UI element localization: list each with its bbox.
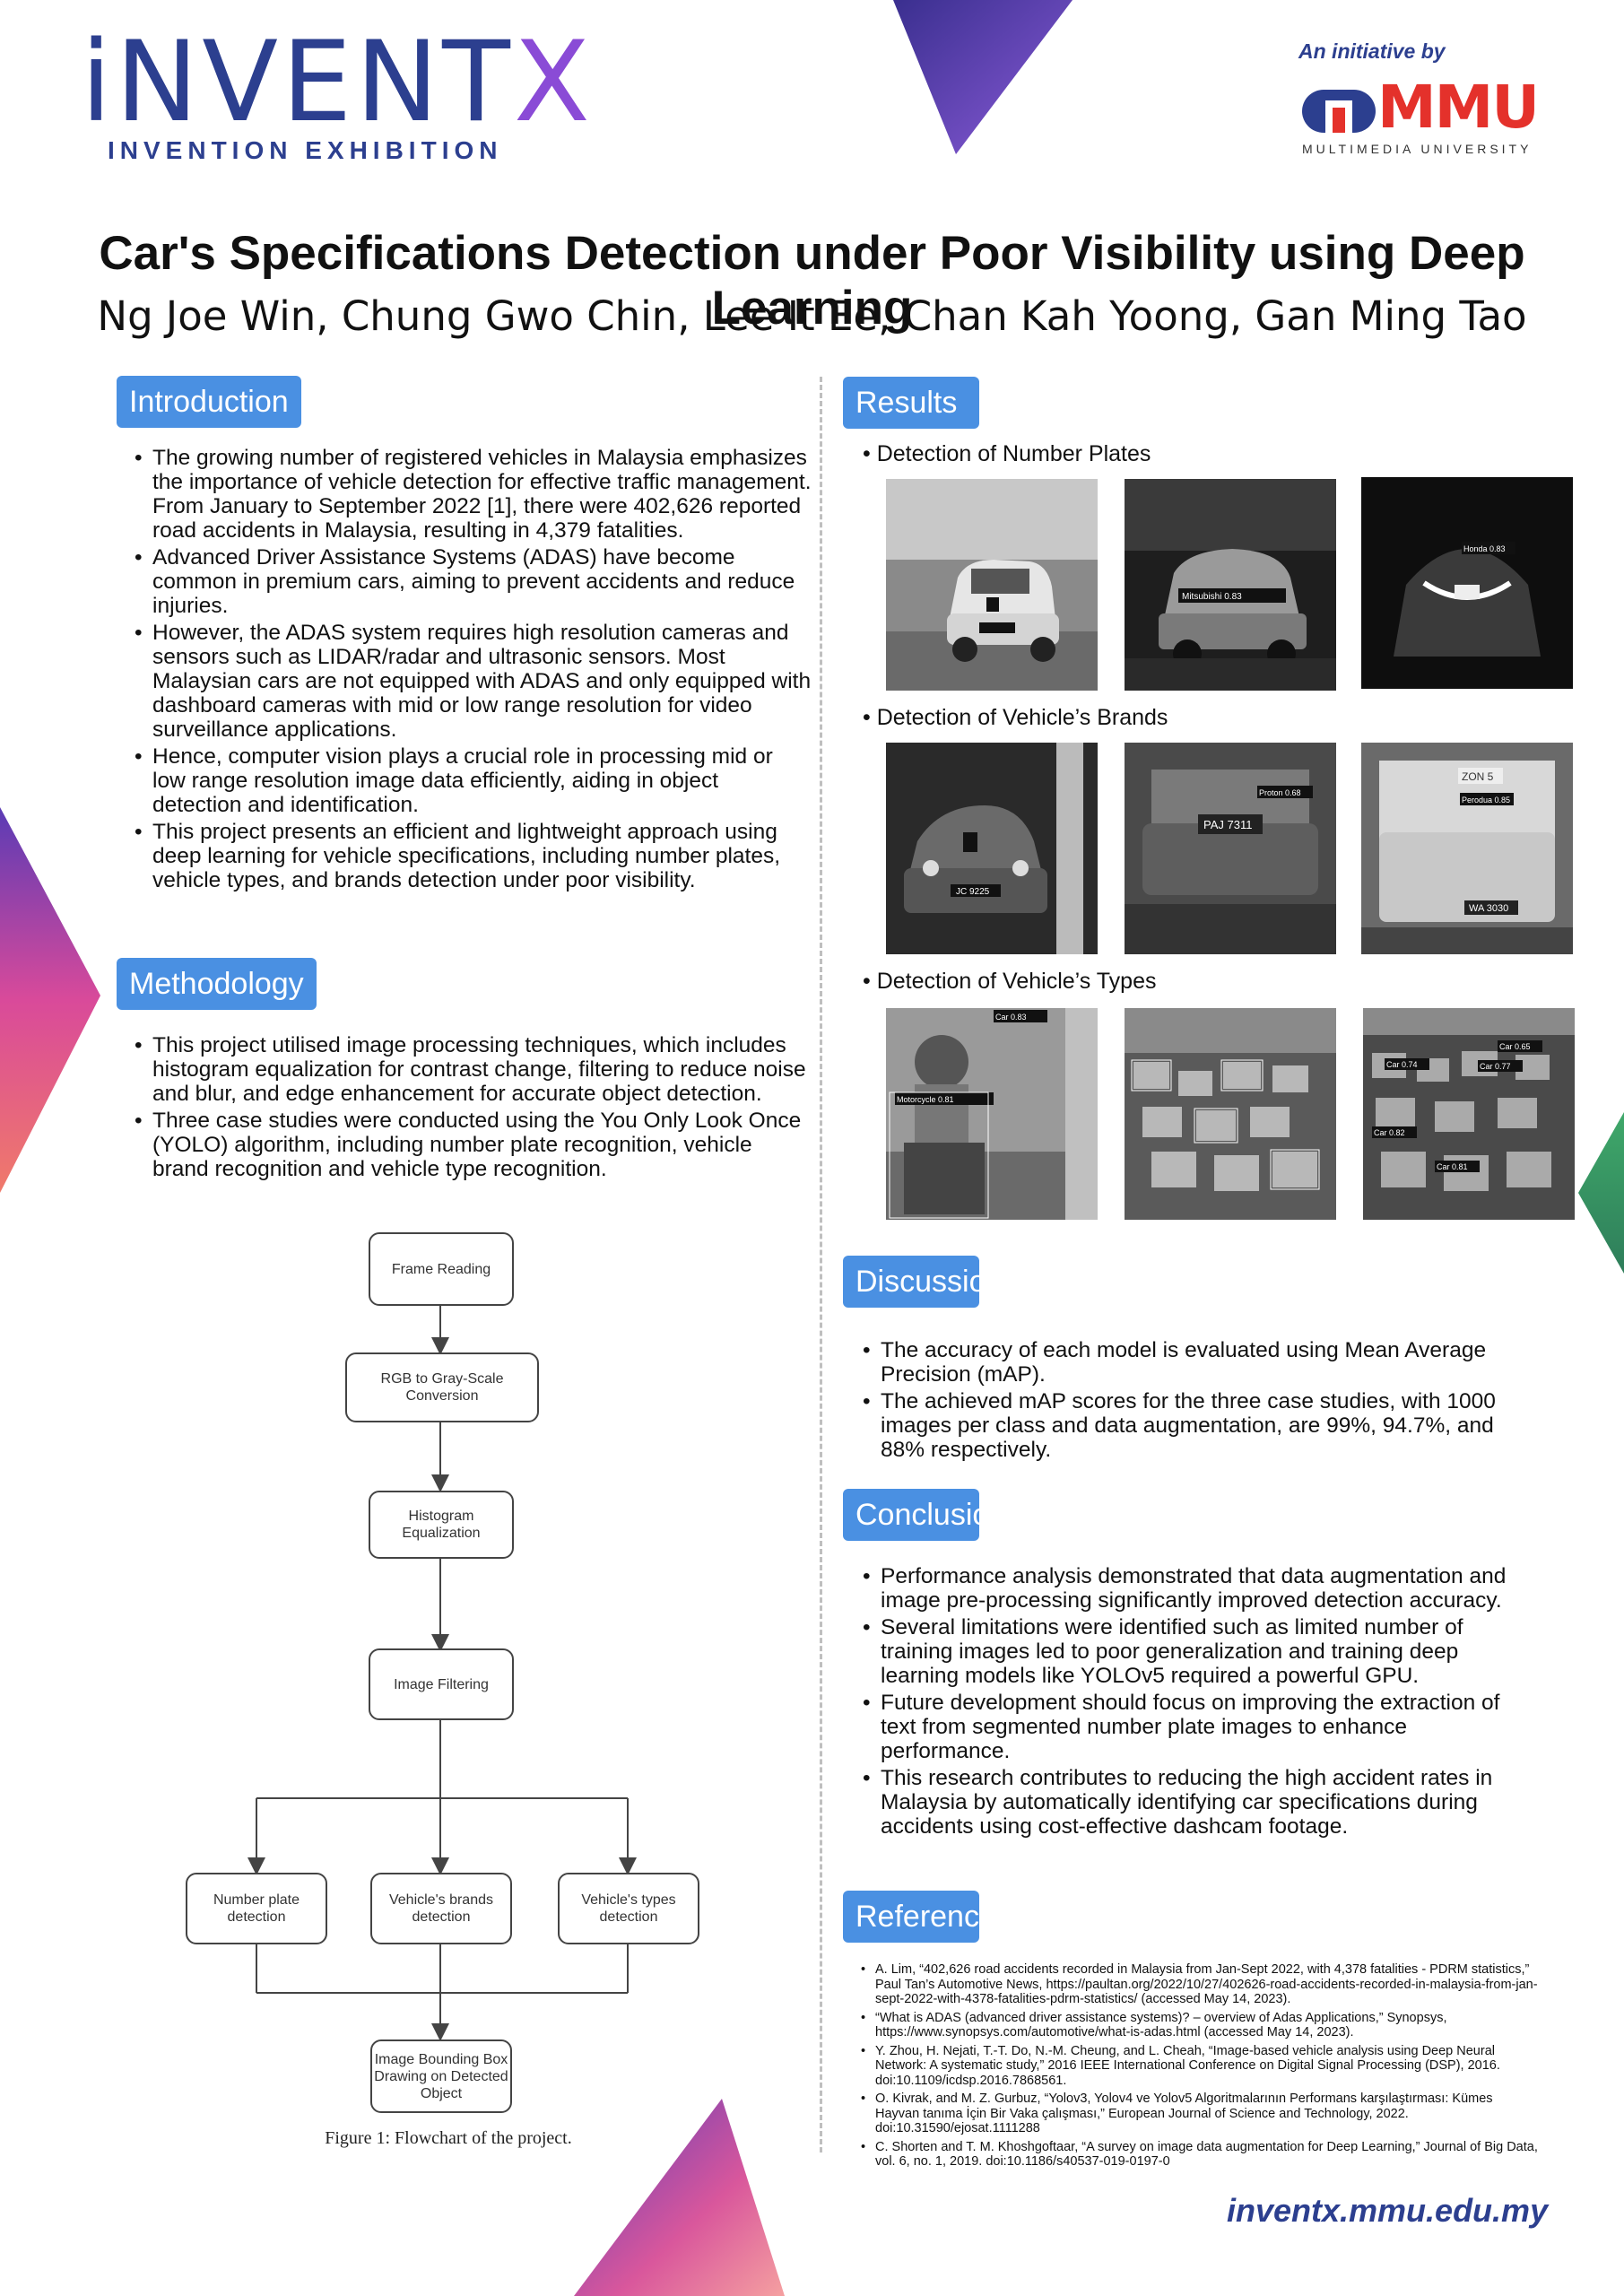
mmu-emblem-icon: [1302, 90, 1376, 133]
types-subheading: Detection of Vehicle’s Types: [863, 969, 1157, 995]
inventx-subtitle: INVENTION EXHIBITION: [108, 136, 503, 164]
conclusion-heading: Conclusion: [843, 1489, 1006, 1541]
flow-rgb-conversion: RGB to Gray-Scale Conversion: [345, 1352, 539, 1422]
list-item: A. Lim, “402,626 road accidents recorded…: [861, 1962, 1539, 2007]
zone-sign-text: ZON 5: [1462, 770, 1494, 783]
list-item: This project utilised image processing t…: [135, 1033, 812, 1106]
list-item: This project presents an efficient and l…: [135, 820, 812, 892]
plate-text: PAJ 7311: [1203, 818, 1252, 831]
results-heading: Results: [843, 377, 979, 429]
poster-title: Car's Specifications Detection under Poo…: [99, 227, 1525, 335]
list-item: Three case studies were conducted using …: [135, 1109, 812, 1181]
detection-label: Perodua 0.85: [1462, 796, 1510, 804]
list-item: The growing number of registered vehicle…: [135, 446, 812, 543]
detection-label: Motorcycle 0.81: [897, 1095, 954, 1104]
introduction-heading: Introduction: [117, 376, 301, 428]
plate-text: JC 9225: [956, 887, 990, 897]
footer-url[interactable]: inventx.mmu.edu.my: [1227, 2192, 1549, 2229]
list-item: The achieved mAP scores for the three ca…: [863, 1389, 1533, 1462]
list-item: C. Shorten and T. M. Khoshgoftaar, “A su…: [861, 2140, 1539, 2170]
detection-label: Car 0.81: [1437, 1162, 1468, 1171]
type-detection-photo-3: Car 0.74 Car 0.77 Car 0.65 Car 0.82 Car …: [1363, 1008, 1575, 1220]
mmu-logo-text: MMU: [1377, 73, 1540, 142]
decorative-triangle-right: [1578, 1112, 1624, 1274]
brands-subheading: Detection of Vehicle’s Brands: [863, 705, 1168, 731]
list-item: This research contributes to reducing th…: [863, 1766, 1533, 1839]
references-heading: References: [843, 1891, 1012, 1943]
detection-label: Car 0.83: [995, 1013, 1027, 1022]
discussion-heading: Discussion: [843, 1256, 1003, 1308]
detection-label: Car 0.74: [1386, 1060, 1418, 1069]
flow-bounding-box-drawing: Image Bounding Box Drawing on Detected O…: [370, 2039, 512, 2113]
list-item: “What is ADAS (advanced driver assistanc…: [861, 2011, 1539, 2040]
plate-text: WA 3030: [1469, 903, 1508, 914]
mmu-logo: MMU: [1298, 75, 1545, 160]
list-item: O. Kivrak, and M. Z. Gurbuz, “Yolov3, Yo…: [861, 2092, 1539, 2136]
decorative-triangle-top: [893, 0, 1073, 154]
detection-label: Honda 0.83: [1463, 544, 1506, 553]
brand-detection-photo-2: Proton 0.68 PAJ 7311: [1125, 743, 1336, 954]
list-item: The accuracy of each model is evaluated …: [863, 1338, 1533, 1387]
list-item: However, the ADAS system requires high r…: [135, 621, 812, 742]
flow-histogram-equalization: Histogram Equalization: [369, 1491, 514, 1559]
mmu-subtitle: MULTIMEDIA UNIVERSITY: [1302, 142, 1533, 156]
brand-detection-photo-3: ZON 5 Perodua 0.85 WA 3030: [1361, 743, 1573, 954]
column-divider: [820, 377, 822, 2152]
flow-vehicle-brands-detection: Vehicle's brands detection: [370, 1873, 512, 1944]
poster-authors: Ng Joe Win, Chung Gwo Chin, Lee It Ee, C…: [97, 292, 1527, 340]
list-item: Y. Zhou, H. Nejati, T.-T. Do, N.-M. Cheu…: [861, 2044, 1539, 2089]
detection-label: Mitsubishi 0.83: [1182, 592, 1242, 602]
decorative-triangle-left: [0, 807, 100, 1193]
list-item: Several limitations were identified such…: [863, 1615, 1533, 1688]
list-item: Future development should focus on impro…: [863, 1691, 1533, 1763]
flow-number-plate-detection: Number plate detection: [186, 1873, 327, 1944]
flow-image-filtering: Image Filtering: [369, 1648, 514, 1720]
brand-detection-photo-1: JC 9225: [886, 743, 1098, 954]
inventx-logo: iNVENTX: [81, 18, 594, 147]
introduction-list: The growing number of registered vehicle…: [135, 446, 812, 895]
detection-label: Car 0.65: [1499, 1042, 1531, 1051]
list-item: Advanced Driver Assistance Systems (ADAS…: [135, 545, 812, 618]
methodology-list: This project utilised image processing t…: [135, 1033, 812, 1184]
detection-label: Car 0.77: [1480, 1062, 1511, 1071]
flow-vehicle-types-detection: Vehicle's types detection: [558, 1873, 699, 1944]
plates-subheading: Detection of Number Plates: [863, 441, 1151, 467]
detection-label: Proton 0.68: [1259, 788, 1301, 797]
list-item: Hence, computer vision plays a crucial r…: [135, 744, 812, 817]
figure-caption: Figure 1: Flowchart of the project.: [325, 2128, 572, 2148]
type-detection-photo-2: [1125, 1008, 1336, 1220]
references-list: A. Lim, “402,626 road accidents recorded…: [861, 1962, 1539, 2173]
flowchart-connectors: [248, 1302, 637, 2041]
plate-detection-photo-3: Honda 0.83: [1361, 477, 1573, 689]
decorative-triangle-bottom: [574, 2099, 785, 2296]
methodology-heading: Methodology: [117, 958, 317, 1010]
plate-detection-photo-1: [886, 479, 1098, 691]
flow-frame-reading: Frame Reading: [369, 1232, 514, 1306]
detection-label: Car 0.82: [1374, 1128, 1405, 1137]
list-item: Performance analysis demonstrated that d…: [863, 1564, 1533, 1613]
type-detection-photo-1: Motorcycle 0.81 Car 0.83: [886, 1008, 1098, 1220]
initiative-label: An initiative by: [1298, 39, 1446, 63]
plate-detection-photo-2: Mitsubishi 0.83: [1125, 479, 1336, 691]
discussion-list: The accuracy of each model is evaluated …: [863, 1338, 1533, 1465]
conclusion-list: Performance analysis demonstrated that d…: [863, 1564, 1533, 1841]
